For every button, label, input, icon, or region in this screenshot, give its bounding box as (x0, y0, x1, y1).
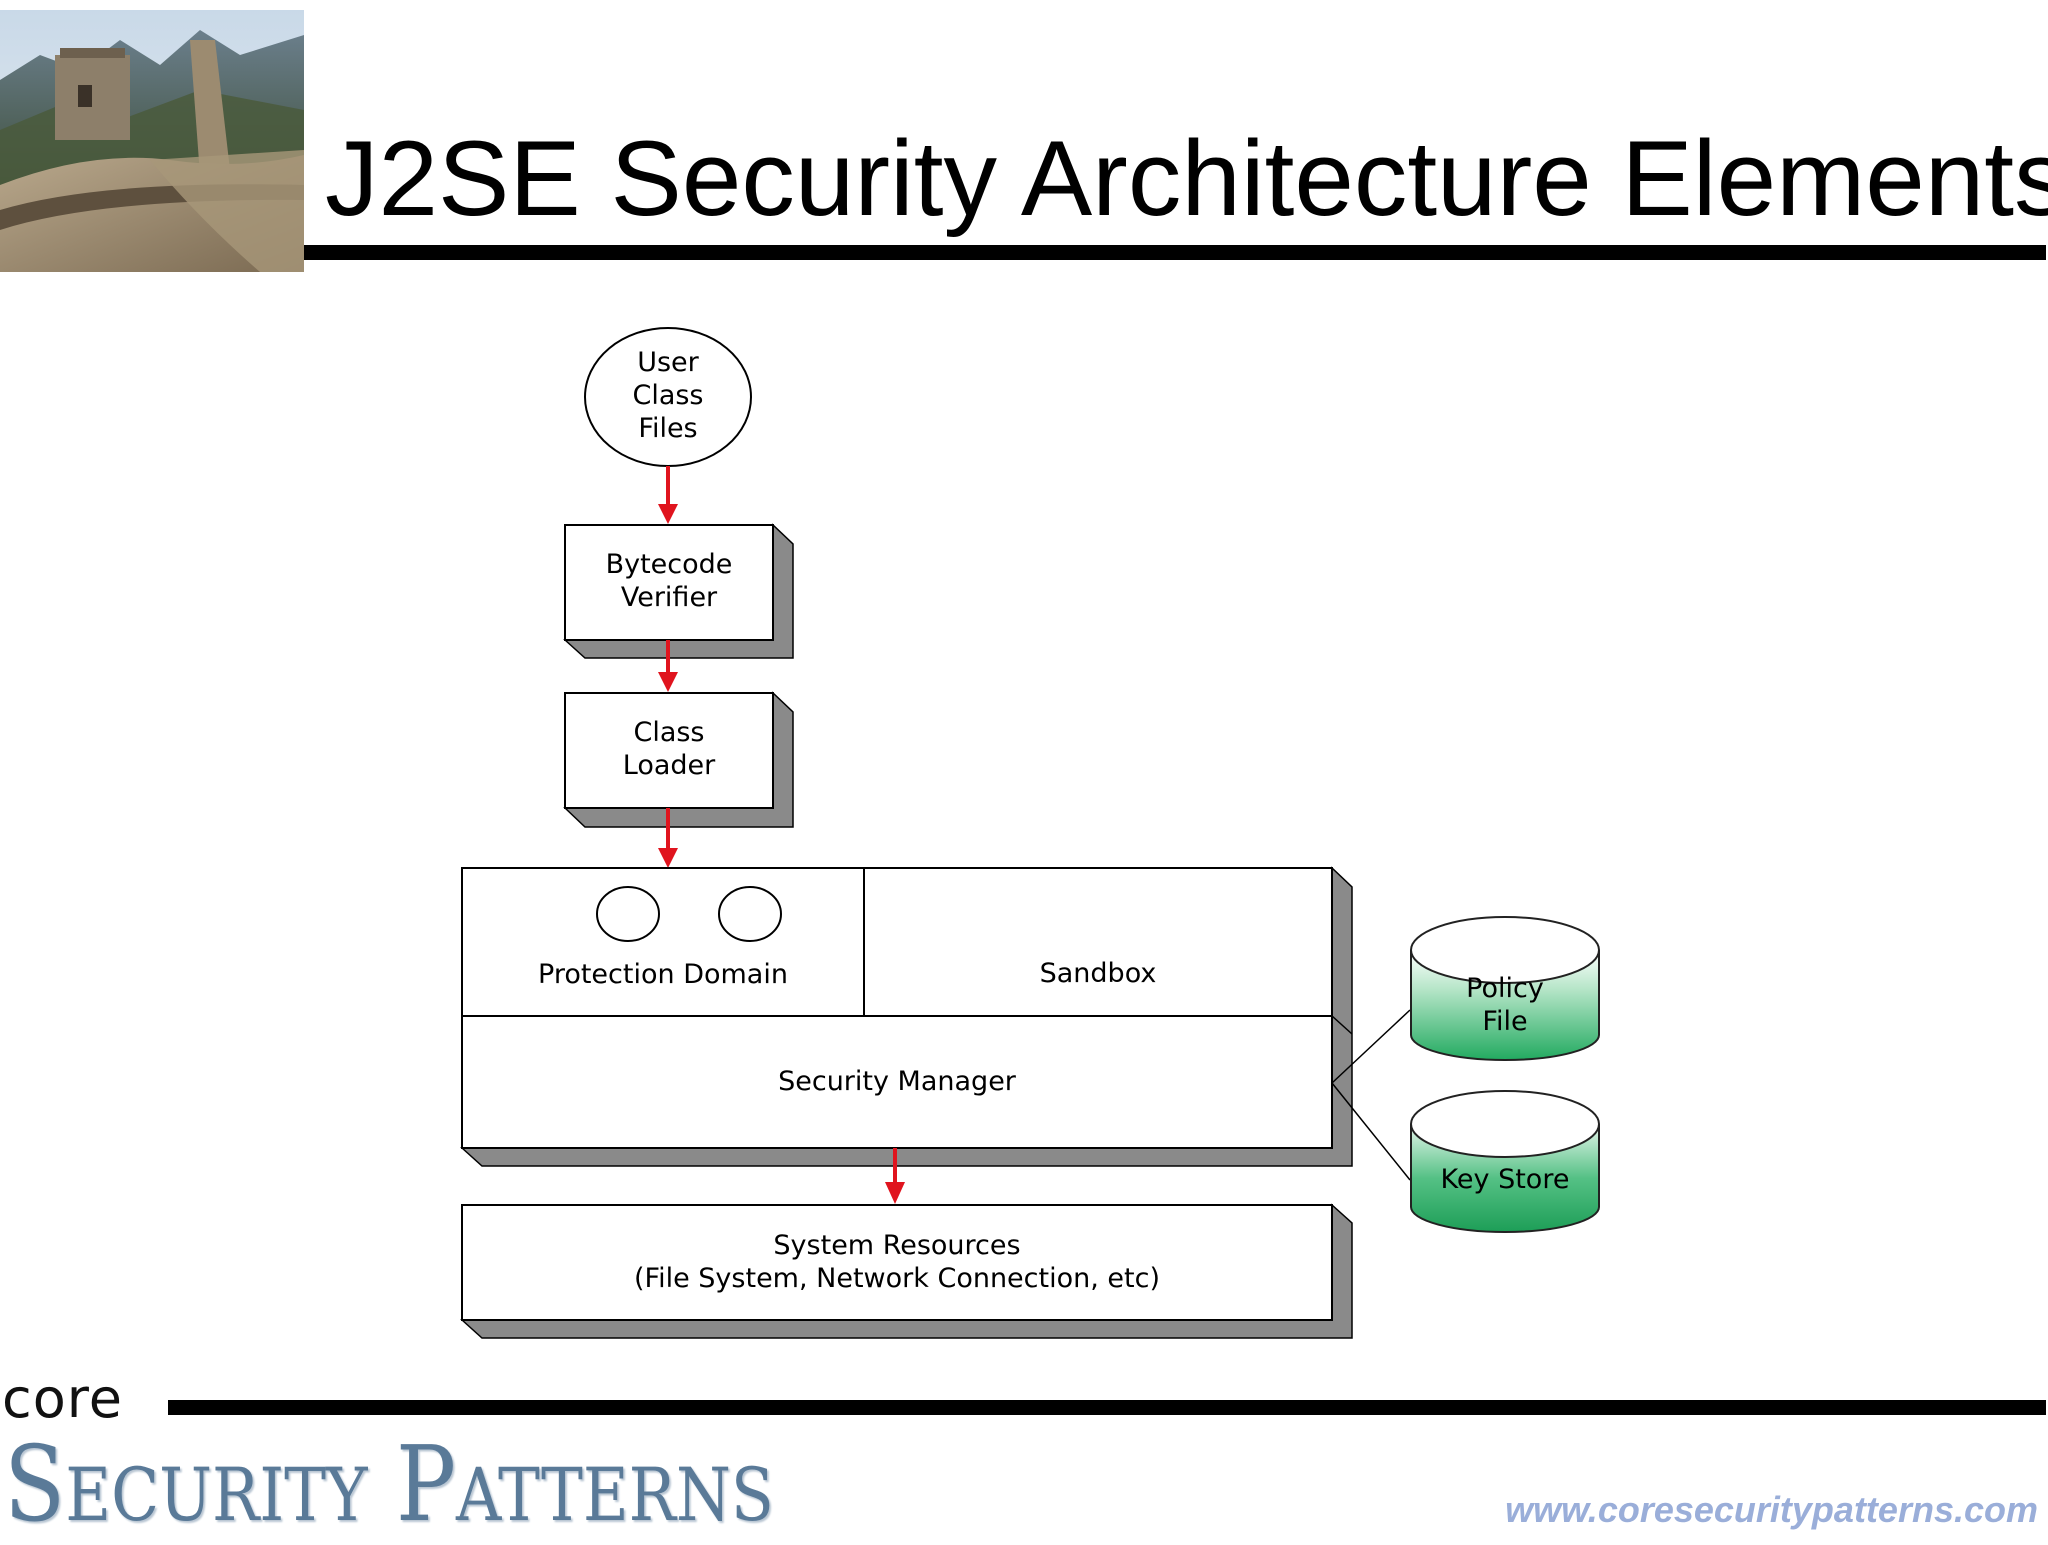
class-loader-label: Class Loader (622, 717, 716, 781)
connector-policy-file (1331, 1009, 1411, 1084)
connector-key-store (1331, 1082, 1411, 1181)
user-class-files-label: User Class Files (632, 347, 704, 444)
key-store-label: Key Store (1440, 1164, 1570, 1195)
protection-domain-circle-right (718, 886, 782, 942)
title-underline (304, 245, 2046, 260)
system-resources-label: System Resources (File System, Network C… (634, 1230, 1160, 1294)
core-logo-word: core (2, 1367, 123, 1430)
security-manager-block (460, 866, 1353, 1167)
policy-file-cylinder (1410, 916, 1600, 1061)
website-url[interactable]: www.coresecuritypatterns.com (1505, 1489, 2038, 1530)
arrow-to-protection-domain (658, 808, 678, 868)
arrow-to-system-resources (885, 1148, 905, 1204)
policy-file-label: Policy File (1466, 973, 1544, 1037)
great-wall-photo (0, 10, 304, 272)
slide-title: J2SE Security Architecture Elements (325, 118, 2048, 238)
sandbox-label: Sandbox (1039, 958, 1157, 989)
security-patterns-logo: Security Patterns (4, 1423, 774, 1545)
arrow-to-class-loader (658, 640, 678, 692)
key-store-cylinder (1410, 1090, 1600, 1233)
bytecode-verifier-box (563, 523, 794, 659)
system-resources-box (460, 1203, 1353, 1339)
protection-domain-label: Protection Domain (538, 959, 788, 990)
footer-rule (168, 1400, 2046, 1415)
security-manager-label: Security Manager (778, 1066, 1016, 1097)
bytecode-verifier-label: Bytecode Verifier (605, 549, 733, 613)
protection-domain-circle-left (596, 886, 660, 942)
arrow-to-bytecode-verifier (658, 466, 678, 524)
